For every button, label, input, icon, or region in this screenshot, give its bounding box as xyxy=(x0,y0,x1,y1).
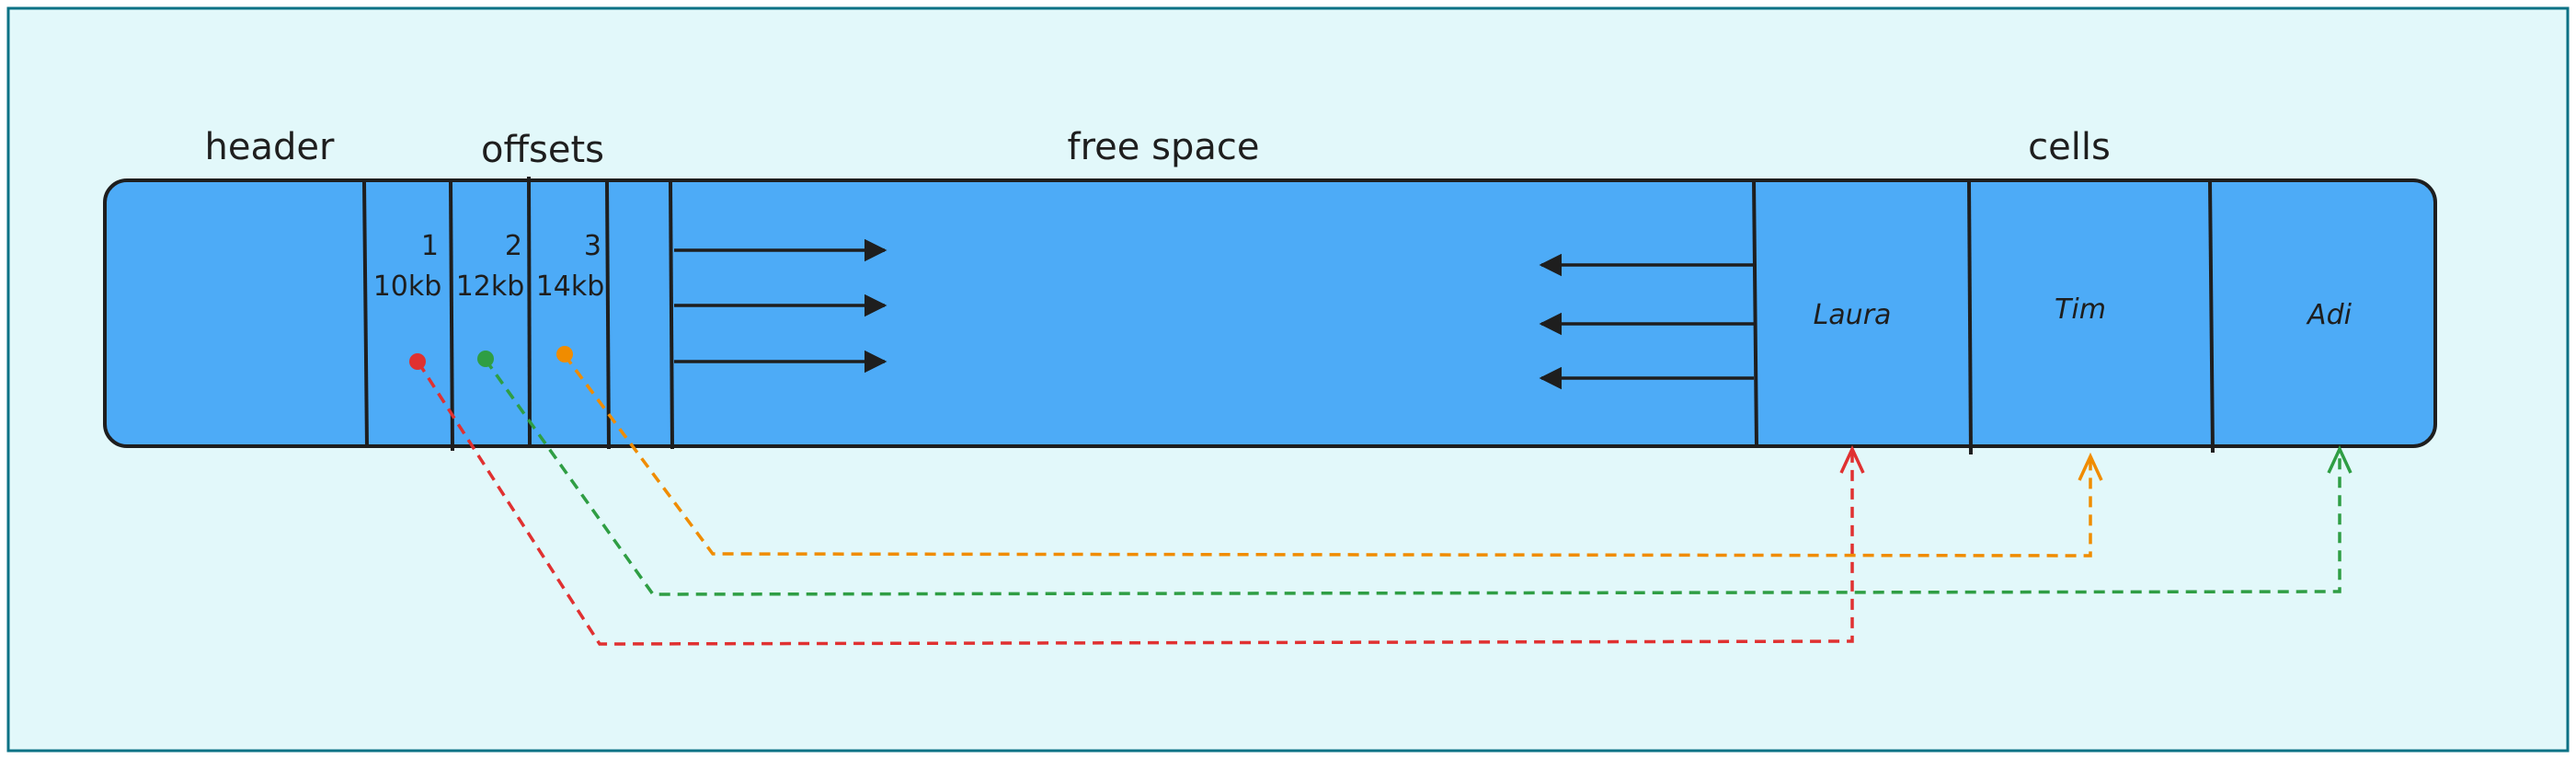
cell-name-adi: Adi xyxy=(2306,299,2353,331)
cell-name-tim: Tim xyxy=(2055,293,2106,326)
offset-size-3: 14kb xyxy=(536,270,605,303)
offsets-end-divider xyxy=(669,181,674,450)
offset-number-1: 1 xyxy=(421,230,439,262)
slot-divider-2 xyxy=(527,176,532,448)
offset-number-3: 3 xyxy=(584,230,601,262)
offset-number-2: 2 xyxy=(505,230,522,262)
header-divider xyxy=(362,181,369,448)
free-space-end-divider xyxy=(1752,178,1758,448)
slot-divider-1 xyxy=(449,181,454,452)
cell-name-laura: Laura xyxy=(1814,299,1892,331)
pointer-offset-1-to-laura xyxy=(409,353,1865,646)
offsets-growth-arrows xyxy=(674,238,887,374)
offset-size-2: 12kb xyxy=(456,270,525,303)
free-space-label: free space xyxy=(1068,126,1260,168)
offsets-label: offsets xyxy=(481,129,604,171)
slot-divider-3 xyxy=(605,181,611,450)
cell-divider-1 xyxy=(1967,181,1973,455)
header-label: header xyxy=(205,126,335,168)
page-block xyxy=(103,178,2437,448)
offset-pointers xyxy=(409,346,2353,646)
cells-label: cells xyxy=(2028,126,2111,168)
offset-size-1: 10kb xyxy=(373,270,442,303)
cell-divider-2 xyxy=(2208,181,2215,454)
pointer-offset-3-to-tim xyxy=(556,346,2103,558)
cells-growth-arrows xyxy=(1539,253,1754,390)
section-dividers xyxy=(362,176,2215,455)
pointer-offset-2-to-adi xyxy=(477,351,2353,596)
